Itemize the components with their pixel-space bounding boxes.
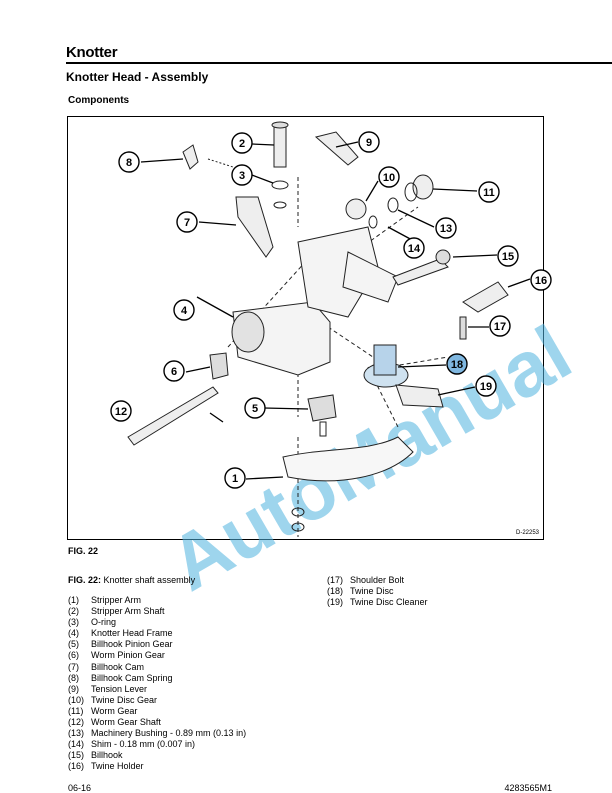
callout-1 (224, 467, 246, 489)
legend-item: (7)Billhook Cam (68, 661, 145, 672)
callout-7 (176, 211, 198, 233)
callout-10 (378, 166, 400, 188)
page-number: 06-16 (68, 783, 92, 793)
callout-15 (497, 245, 519, 267)
section-title: Knotter (66, 44, 118, 61)
exploded-diagram: AutoManual (67, 116, 585, 608)
figure-label: FIG. 22 (68, 546, 99, 556)
legend-item: (15)Billhook (68, 750, 123, 761)
callout-label-13: 13 (440, 223, 452, 235)
callout-label-11: 11 (483, 187, 495, 199)
callout-8 (118, 151, 140, 173)
callout-label-1: 1 (232, 473, 238, 485)
legend-item: (1)Stripper Arm (68, 595, 142, 605)
callout-label-9: 9 (366, 137, 372, 149)
callout-4 (173, 299, 195, 321)
callout-label-14: 14 (408, 243, 421, 255)
caption-ref: FIG. 22: (68, 575, 102, 585)
legend-list-left: (1)Stripper Arm (2)Stripper Arm Shaft (3… (68, 595, 246, 773)
legend-item: (14)Shim - 0.18 mm (0.007 in) (68, 739, 196, 750)
callout-label-4: 4 (181, 305, 188, 317)
callout-16 (530, 269, 552, 291)
callout-label-17: 17 (494, 321, 506, 333)
legend-item: (4)Knotter Head Frame (68, 628, 173, 639)
callout-label-10: 10 (383, 172, 395, 184)
page-title: Knotter Head - Assembly (66, 70, 209, 84)
callout-label-3: 3 (239, 170, 245, 182)
callout-label-5: 5 (252, 403, 258, 415)
figure-caption: FIG. 22: Knotter shaft assembly (68, 575, 195, 585)
legend-item: (12)Worm Gear Shaft (68, 717, 161, 728)
callout-2 (231, 132, 253, 154)
callout-label-19: 19 (480, 381, 492, 393)
caption-text: Knotter shaft assembly (103, 575, 196, 585)
legend-list-right: (17)Shoulder Bolt (18)Twine Disc (19)Twi… (327, 575, 428, 608)
legend-item: (19)Twine Disc Cleaner (327, 597, 428, 608)
legend-item: (13)Machinery Bushing - 0.89 mm (0.13 in… (68, 728, 247, 739)
callout-14 (403, 237, 425, 259)
legend-item: (16)Twine Holder (68, 761, 144, 772)
callout-17 (489, 315, 511, 337)
callout-label-2: 2 (239, 138, 245, 150)
document-number: 4283565M1 (504, 783, 552, 793)
legend-item: (5)Billhook Pinion Gear (68, 639, 173, 650)
callout-3 (231, 164, 253, 186)
legend-item: (11)Worm Gear (68, 705, 138, 716)
legend-item: (6)Worm Pinion Gear (68, 650, 165, 661)
legend-item: (8)Billhook Cam Spring (68, 672, 173, 683)
legend-item: (2)Stripper Arm Shaft (68, 606, 165, 617)
legend-item: (9)Tension Lever (68, 683, 148, 694)
legend-item: (17)Shoulder Bolt (327, 575, 405, 585)
callout-9 (358, 131, 380, 153)
callout-19 (475, 375, 497, 397)
header-rule (66, 62, 612, 64)
legend-item: (10)Twine Disc Gear (68, 694, 158, 705)
figure-code: D-22253 (515, 530, 539, 536)
callout-label-15: 15 (502, 251, 514, 263)
callout-label-12: 12 (115, 406, 127, 418)
callout-12 (110, 400, 132, 422)
callout-13 (435, 217, 457, 239)
legend-item: (3)O-ring (68, 617, 117, 628)
callout-label-8: 8 (126, 157, 132, 169)
callout-18 (446, 353, 468, 375)
legend-item: (18)Twine Disc (327, 586, 394, 597)
callout-6 (163, 360, 185, 382)
callout-label-18: 18 (451, 359, 463, 371)
callout-label-6: 6 (171, 366, 177, 378)
callout-label-7: 7 (184, 217, 190, 229)
diagram-drawing: AutoManual (110, 121, 585, 608)
callout-5 (244, 397, 266, 419)
callout-label-16: 16 (535, 275, 547, 287)
components-heading: Components (68, 95, 130, 106)
callout-11 (478, 181, 500, 203)
